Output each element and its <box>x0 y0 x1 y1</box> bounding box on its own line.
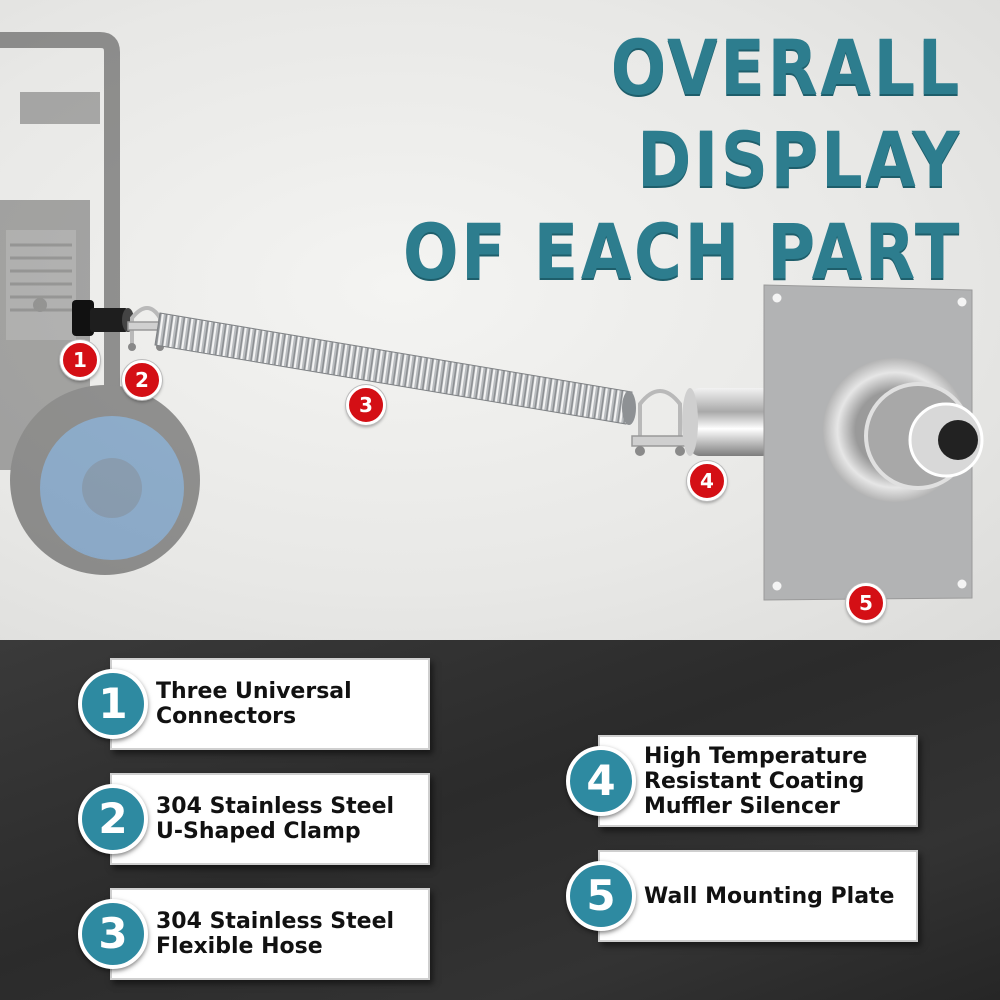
legend-line-2: Flexible Hose <box>156 934 323 959</box>
legend-badge-4: 4 <box>566 746 636 816</box>
parts-legend: Three Universal Connectors 1 304 Stainle… <box>0 640 1000 1000</box>
headline-line-2: OF EACH PART <box>402 207 962 296</box>
part-marker-1: 1 <box>60 340 100 380</box>
legend-badge-3: 3 <box>78 899 148 969</box>
legend-line-2: U-Shaped Clamp <box>156 819 361 844</box>
headline-line-1: OVERALL DISPLAY <box>610 23 962 204</box>
legend-line-2: Resistant Coating <box>644 768 865 794</box>
legend-text: 304 Stainless Steel Flexible Hose <box>156 890 394 978</box>
legend-text: Three Universal Connectors <box>156 660 352 748</box>
legend-line-3: Muffler Silencer <box>644 793 840 819</box>
legend-card: High Temperature Resistant Coating Muffl… <box>598 735 918 827</box>
legend-badge-5: 5 <box>566 861 636 931</box>
part-marker-2: 2 <box>122 360 162 400</box>
legend-item-5: Wall Mounting Plate 5 <box>566 850 918 942</box>
product-illustration <box>0 32 984 601</box>
legend-item-3: 304 Stainless Steel Flexible Hose 3 <box>78 888 430 980</box>
legend-item-1: Three Universal Connectors 1 <box>78 658 430 750</box>
muffler-silencer <box>682 388 772 456</box>
legend-line-1: Three Universal <box>156 679 352 704</box>
wall-mounting-plate <box>763 284 984 601</box>
legend-text: Wall Mounting Plate <box>644 852 894 940</box>
legend-item-2: 304 Stainless Steel U-Shaped Clamp 2 <box>78 773 430 865</box>
generator-image <box>0 32 200 575</box>
legend-item-4: High Temperature Resistant Coating Muffl… <box>566 735 918 827</box>
legend-line-1: 304 Stainless Steel <box>156 794 395 819</box>
flexible-hose <box>154 312 636 425</box>
part-marker-5: 5 <box>846 583 886 623</box>
product-showcase: OVERALL DISPLAY OF EACH PART <box>0 0 1000 640</box>
legend-line-1: High Temperature <box>644 743 868 769</box>
legend-badge-1: 1 <box>78 669 148 739</box>
legend-card: 304 Stainless Steel Flexible Hose <box>110 888 430 980</box>
part-marker-4: 4 <box>687 461 727 501</box>
u-shaped-clamp-2 <box>631 389 687 456</box>
part-marker-3: 3 <box>346 385 386 425</box>
legend-line-2: Connectors <box>156 704 297 729</box>
legend-line-1: 304 Stainless Steel <box>156 909 395 934</box>
headline: OVERALL DISPLAY OF EACH PART <box>343 22 962 298</box>
legend-text: 304 Stainless Steel U-Shaped Clamp <box>156 775 394 863</box>
legend-card: 304 Stainless Steel U-Shaped Clamp <box>110 773 430 865</box>
legend-text: High Temperature Resistant Coating Muffl… <box>644 737 867 825</box>
legend-card: Three Universal Connectors <box>110 658 430 750</box>
legend-badge-2: 2 <box>78 784 148 854</box>
legend-card: Wall Mounting Plate <box>598 850 918 942</box>
universal-connector <box>72 300 134 336</box>
legend-line-1: Wall Mounting Plate <box>644 883 895 909</box>
